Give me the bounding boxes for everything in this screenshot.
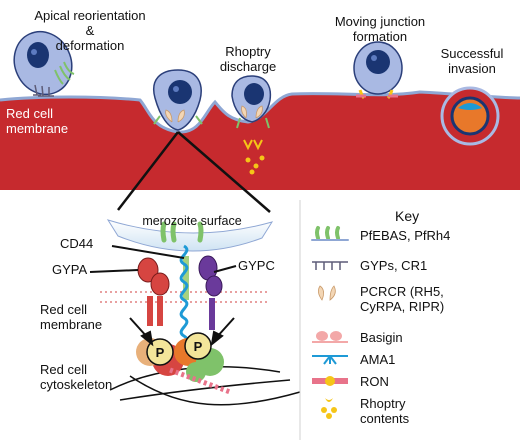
invaded-red-cell xyxy=(440,86,500,146)
key-item-ama1: AMA1 xyxy=(360,352,396,367)
basigin-icon xyxy=(312,331,348,343)
key-title: Key xyxy=(395,208,420,224)
label-merozoite-surface: merozoite surface xyxy=(142,214,242,228)
label-phospho-2: P xyxy=(193,339,203,354)
phospho-badge-1 xyxy=(146,338,174,366)
rhoptry-contents-icon xyxy=(321,398,337,419)
zoom-line-right xyxy=(177,131,271,213)
pfebas-icon xyxy=(311,226,349,241)
merozoite-moving-junction xyxy=(353,41,403,100)
merozoite-deformation xyxy=(153,69,203,131)
pcrcr-icon xyxy=(318,285,336,301)
label-gypc: GYPC xyxy=(238,258,275,273)
ama1-helix xyxy=(179,244,189,356)
gypa-protein xyxy=(137,257,170,326)
ama1-icon xyxy=(312,355,348,365)
label-arrows xyxy=(89,245,237,347)
label-apical-reorientation: Apical reorientation&deformation xyxy=(34,8,146,53)
cytoskeleton-lines xyxy=(109,366,301,406)
gypc-protein xyxy=(198,255,223,330)
key-item-ron: RON xyxy=(360,374,389,389)
gyps-icon xyxy=(312,261,348,270)
label-cd44: CD44 xyxy=(60,236,94,251)
label-gypa: GYPA xyxy=(52,262,88,277)
key-item-basigin: Basigin xyxy=(360,330,403,345)
pfebas-ligands xyxy=(160,221,204,243)
merozoite-rhoptry-discharge xyxy=(231,75,272,175)
key-item-pcrcr: PCRCR (RH5,CyRPA, RIPR) xyxy=(360,284,445,314)
key-item-gyps: GYPs, CR1 xyxy=(360,258,428,273)
protein-complex xyxy=(136,332,231,395)
merozoite-apical xyxy=(13,30,75,97)
label-phospho-1: P xyxy=(155,345,165,360)
red-cell-band xyxy=(0,92,520,190)
ron-icon xyxy=(312,376,348,386)
key-item-pfebas: PfEBAS, PfRh4 xyxy=(360,228,451,243)
red-cell-membrane-line xyxy=(0,90,520,134)
zoom-line-left xyxy=(117,131,179,211)
